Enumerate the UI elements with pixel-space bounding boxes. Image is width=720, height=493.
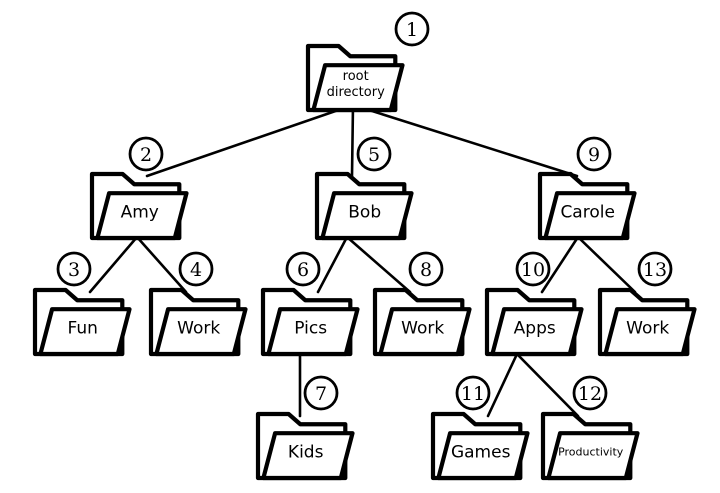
folder-label-text: Work <box>626 318 669 338</box>
folder-node-kids[interactable]: Kids <box>255 411 355 481</box>
folder-front-flap <box>378 307 472 357</box>
tree-edge-n2-to-n4 <box>135 235 188 294</box>
folder-label-text: Amy <box>121 202 159 222</box>
badge-number: 1 <box>406 19 418 41</box>
tree-edge-n2-to-n3 <box>88 235 139 294</box>
folder-label-text: Work <box>177 318 220 338</box>
folder-front-flap <box>154 307 248 357</box>
folder-front-flap <box>546 431 640 481</box>
tree-edge-n10-to-n12 <box>515 352 580 418</box>
badge-circle <box>303 375 339 411</box>
folder-front-flap <box>311 63 405 113</box>
folder-node-apps[interactable]: Apps <box>484 287 584 357</box>
tree-edge-n1-to-n5 <box>350 103 355 178</box>
folder-front-flap <box>95 191 189 241</box>
badge-number: 10 <box>521 259 545 281</box>
badge-circle <box>356 136 392 172</box>
folder-label-text: Productivity <box>558 445 624 458</box>
folder-label-text: Apps <box>514 318 556 338</box>
badge-circle <box>178 251 214 287</box>
badge-circle <box>408 251 444 287</box>
badge-number: 7 <box>315 383 327 405</box>
tree-edge-n9-to-n10 <box>540 235 580 294</box>
folder-node-work[interactable]: Work <box>148 287 248 357</box>
badge-circle <box>637 251 673 287</box>
tree-edge-n10-to-n11 <box>486 352 519 418</box>
edge-layer <box>88 103 637 418</box>
folder-node-fun[interactable]: Fun <box>32 287 132 357</box>
badge-circle <box>394 11 430 47</box>
badge-circle <box>285 251 321 287</box>
folder-node-productivity[interactable]: Productivity <box>540 411 640 481</box>
node-badge-1: 1 <box>394 11 430 47</box>
folder-label-text: Fun <box>67 318 97 338</box>
badge-number: 9 <box>588 144 600 166</box>
node-badge-10: 10 <box>515 251 551 287</box>
tree-edge-n9-to-n13 <box>576 235 637 294</box>
node-badge-2: 2 <box>128 136 164 172</box>
badge-circle <box>572 375 608 411</box>
folder-label-text: Pics <box>294 318 327 338</box>
node-badge-3: 3 <box>56 251 92 287</box>
folder-node-work[interactable]: Work <box>372 287 472 357</box>
folder-front-flap <box>543 191 637 241</box>
folder-front-flap <box>603 307 697 357</box>
folder-label-text: directory <box>327 85 385 100</box>
folder-node-games[interactable]: Games <box>430 411 530 481</box>
folder-front-flap <box>436 431 530 481</box>
badge-circle <box>515 251 551 287</box>
folder-label-text: Work <box>401 318 444 338</box>
badge-number: 6 <box>297 259 309 281</box>
node-badge-6: 6 <box>285 251 321 287</box>
folder-front-flap <box>266 307 360 357</box>
folder-node-carole[interactable]: Carole <box>537 171 637 241</box>
badge-number: 11 <box>461 383 485 405</box>
tree-edge-n1-to-n9 <box>351 103 579 178</box>
badge-circle <box>128 136 164 172</box>
folder-node-amy[interactable]: Amy <box>89 171 189 241</box>
tree-edge-n1-to-n2 <box>145 103 355 178</box>
badge-number: 4 <box>190 259 202 281</box>
badge-number: 3 <box>68 259 80 281</box>
badge-number: 8 <box>420 259 432 281</box>
node-badge-9: 9 <box>576 136 612 172</box>
folder-front-flap <box>38 307 132 357</box>
folder-node-pics[interactable]: Pics <box>260 287 360 357</box>
folder-label-text: Games <box>451 442 511 462</box>
tree-edge-n5-to-n6 <box>316 235 349 294</box>
folder-node-bob[interactable]: Bob <box>314 171 414 241</box>
badge-number: 2 <box>140 144 152 166</box>
badge-number: 5 <box>368 144 380 166</box>
badge-circle <box>56 251 92 287</box>
badge-number: 13 <box>643 259 667 281</box>
folder-front-flap <box>320 191 414 241</box>
node-badge-7: 7 <box>303 375 339 411</box>
folder-front-flap <box>261 431 355 481</box>
folder-label-text: Kids <box>288 442 324 462</box>
badge-number: 12 <box>578 383 602 405</box>
node-badge-8: 8 <box>408 251 444 287</box>
node-badge-13: 13 <box>637 251 673 287</box>
node-badge-12: 12 <box>572 375 608 411</box>
folder-label-text: Bob <box>348 202 381 222</box>
folder-front-flap <box>490 307 584 357</box>
badge-circle <box>576 136 612 172</box>
badge-circle <box>455 375 491 411</box>
node-badge-11: 11 <box>455 375 491 411</box>
node-badge-5: 5 <box>356 136 392 172</box>
tree-edge-n5-to-n8 <box>345 235 412 294</box>
folder-label-text: root <box>343 69 369 84</box>
folder-label-text: Carole <box>560 202 615 222</box>
folder-node-work[interactable]: Work <box>597 287 697 357</box>
node-badge-4: 4 <box>178 251 214 287</box>
